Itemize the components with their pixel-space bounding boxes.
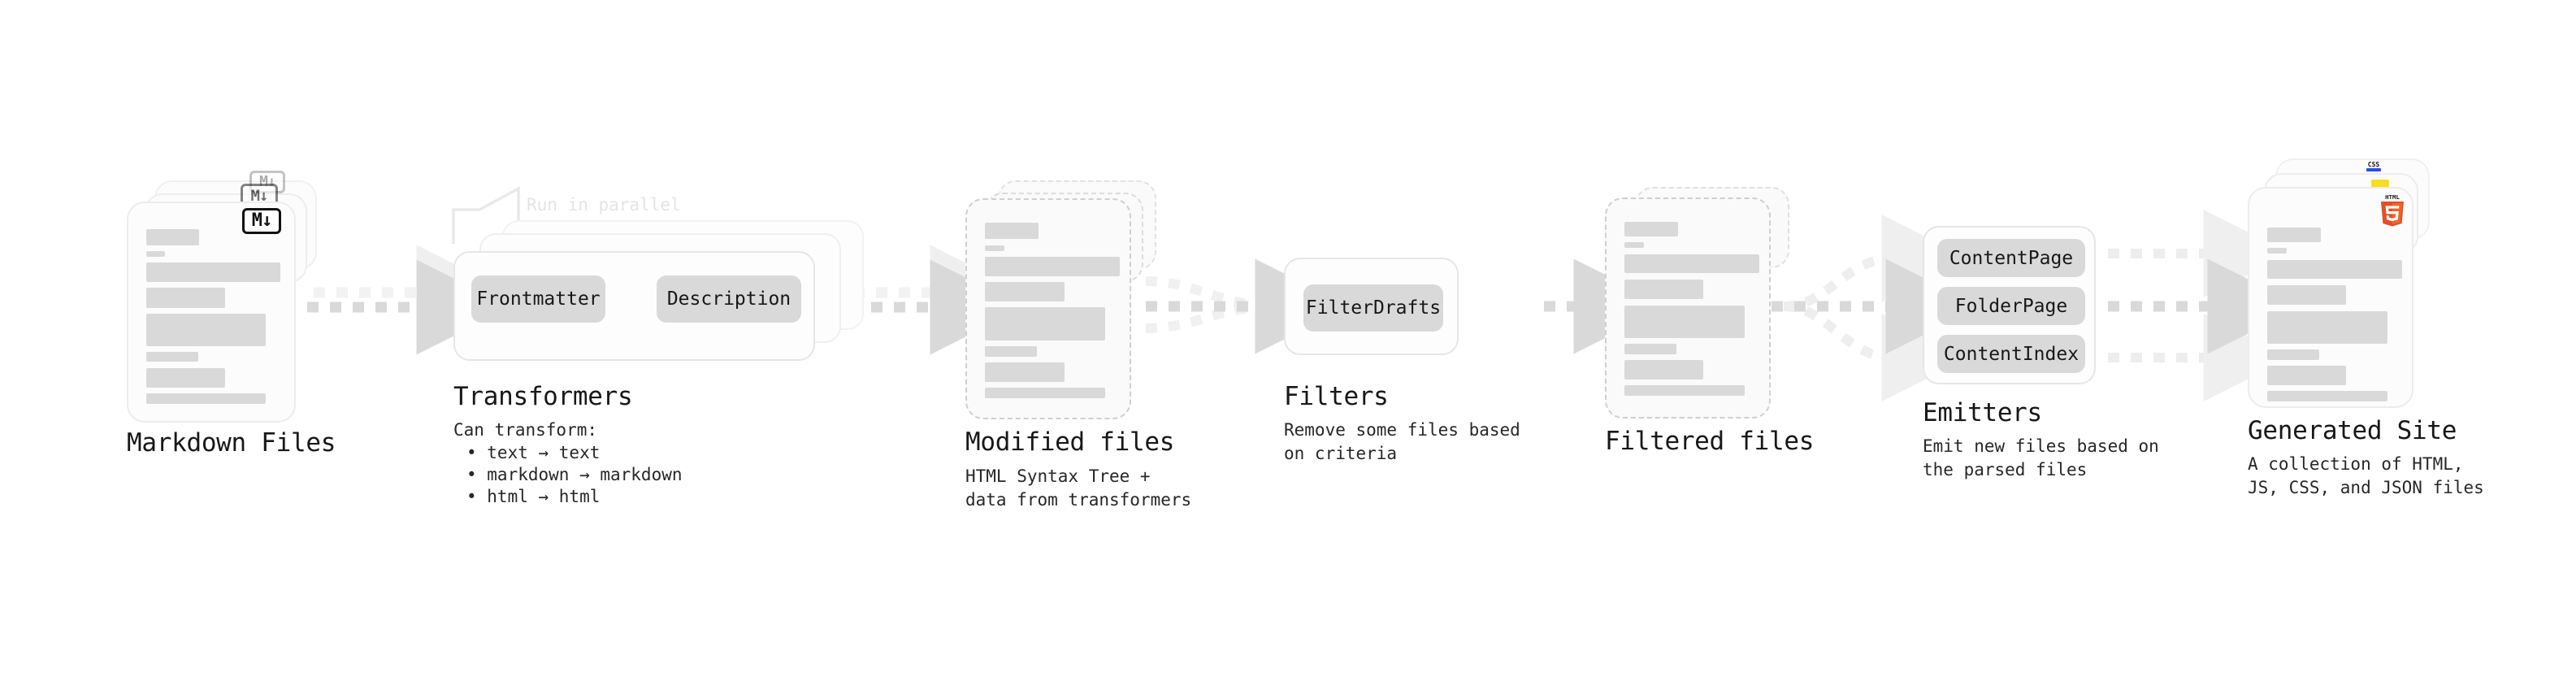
skeleton-title: [985, 223, 1039, 239]
skeleton-line: [1624, 385, 1745, 396]
emitter-chip-label: FolderPage: [1954, 295, 2068, 317]
emitter-chip-label: ContentIndex: [1943, 343, 2079, 365]
transformer-box: Frontmatter Description: [453, 251, 815, 361]
skeleton-line: [1624, 280, 1703, 299]
filter-chip-label: FilterDrafts: [1305, 297, 1442, 319]
skeleton-line: [985, 282, 1065, 301]
skeleton-line: [2267, 285, 2346, 305]
transformer-chip-description[interactable]: Description: [657, 275, 801, 323]
modified-card-front: [965, 198, 1131, 419]
skeleton-line: [2267, 311, 2387, 344]
svg-text:HTML: HTML: [2385, 193, 2400, 201]
skeleton-line: [146, 262, 280, 282]
stage-title-filtered-files: Filtered files: [1605, 427, 1815, 456]
skeleton-title: [2267, 228, 2321, 242]
css-icon-label: CSS: [2367, 161, 2380, 168]
stage-title-generated-site: Generated Site: [2248, 416, 2457, 445]
emitters-box: ContentPage FolderPage ContentIndex: [1923, 226, 2096, 384]
stage-title-filters: Filters: [1284, 382, 1389, 411]
skeleton-line: [2267, 366, 2346, 385]
markdown-icon-label: M↓: [251, 210, 272, 231]
skeleton-subtitle: [985, 245, 1004, 251]
skeleton-line: [2267, 260, 2402, 279]
skeleton-line: [2267, 349, 2319, 360]
stage-title-markdown-files: Markdown Files: [127, 428, 336, 458]
modified-files-caption: HTML Syntax Tree + data from transformer…: [965, 466, 1192, 510]
filters-caption: Remove some files based on criteria: [1284, 420, 1520, 463]
skeleton-line: [985, 307, 1105, 340]
emitter-chip-contentpage[interactable]: ContentPage: [1937, 239, 2085, 277]
skeleton-line: [1624, 306, 1745, 338]
emitters-caption: Emit new files based on the parsed files: [1923, 436, 2159, 479]
filter-chip-filterdrafts[interactable]: FilterDrafts: [1303, 284, 1443, 332]
skeleton-title: [1624, 222, 1678, 236]
transformers-caption: Can transform:: [453, 420, 598, 440]
transformer-chip-frontmatter[interactable]: Frontmatter: [471, 275, 605, 323]
emitter-chip-contentindex[interactable]: ContentIndex: [1937, 335, 2085, 373]
transformer-chip-label: Description: [666, 288, 791, 310]
stage-title-emitters: Emitters: [1923, 398, 2042, 427]
emitter-chip-label: ContentPage: [1949, 247, 2074, 269]
connector-filtered-to-emitters: [1772, 215, 1981, 401]
run-in-parallel-annotation: Run in parallel: [527, 195, 681, 215]
connector-emitters-to-site: [2108, 210, 2303, 401]
connector-markdown-to-transformers: [307, 245, 512, 355]
transformers-bullet-1: • markdown → markdown: [466, 465, 683, 484]
skeleton-subtitle: [2267, 248, 2287, 254]
skeleton-line: [146, 288, 225, 308]
filtered-card-front: [1605, 197, 1771, 419]
skeleton-line: [1624, 344, 1676, 354]
stage-title-transformers: Transformers: [453, 382, 633, 411]
skeleton-line: [1624, 360, 1703, 380]
emitter-chip-folderpage[interactable]: FolderPage: [1937, 287, 2085, 325]
html5-icon: HTML: [2381, 193, 2404, 227]
transformer-chip-label: Frontmatter: [476, 288, 601, 310]
skeleton-line: [146, 368, 225, 388]
skeleton-line: [985, 257, 1120, 276]
filters-box: FilterDrafts: [1284, 258, 1459, 355]
skeleton-line: [146, 314, 266, 346]
skeleton-line: [146, 352, 198, 362]
transformers-bullet-0: • text → text: [466, 443, 601, 462]
connector-modified-to-filters: [1145, 258, 1351, 354]
stage-title-modified-files: Modified files: [965, 427, 1175, 457]
markdown-icon-label: M↓: [250, 186, 269, 205]
skeleton-subtitle: [146, 251, 165, 257]
skeleton-line: [1624, 254, 1759, 273]
markdown-icon: M↓: [242, 208, 281, 234]
css-icon: CSS: [2366, 161, 2381, 171]
skeleton-line: [985, 388, 1105, 398]
skeleton-line: [2267, 391, 2387, 401]
skeleton-line: [985, 362, 1065, 382]
skeleton-subtitle: [1624, 242, 1644, 248]
skeleton-line: [985, 346, 1037, 357]
generated-site-caption: A collection of HTML, JS, CSS, and JSON …: [2248, 454, 2484, 497]
skeleton-title: [146, 229, 199, 245]
skeleton-line: [146, 393, 266, 404]
transformers-bullet-2: • html → html: [466, 487, 601, 506]
markdown-card-front: [127, 202, 296, 423]
